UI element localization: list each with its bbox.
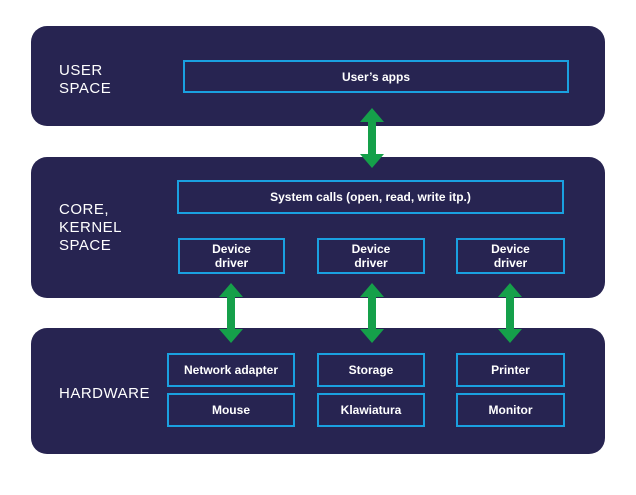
device-driver-box: Device driver (317, 238, 425, 274)
mouse-box: Mouse (167, 393, 295, 427)
user-space-label: USER SPACE (59, 62, 112, 97)
device-driver-box: Device driver (178, 238, 285, 274)
network-adapter-box: Network adapter (167, 353, 295, 387)
hardware-layer (31, 328, 605, 454)
double-arrow-icon (498, 283, 522, 343)
double-arrow-icon (360, 108, 384, 168)
klawiatura-box: Klawiatura (317, 393, 425, 427)
user-space-layer (31, 26, 605, 126)
device-driver-box: Device driver (456, 238, 565, 274)
double-arrow-icon (219, 283, 243, 343)
system-calls-box: System calls (open, read, write itp.) (177, 180, 564, 214)
storage-box: Storage (317, 353, 425, 387)
hardware-label: HARDWARE (59, 385, 150, 402)
printer-box: Printer (456, 353, 565, 387)
users-apps-box: User’s apps (183, 60, 569, 93)
kernel-space-label: CORE, KERNEL SPACE (59, 201, 123, 254)
double-arrow-icon (360, 283, 384, 343)
monitor-box: Monitor (456, 393, 565, 427)
